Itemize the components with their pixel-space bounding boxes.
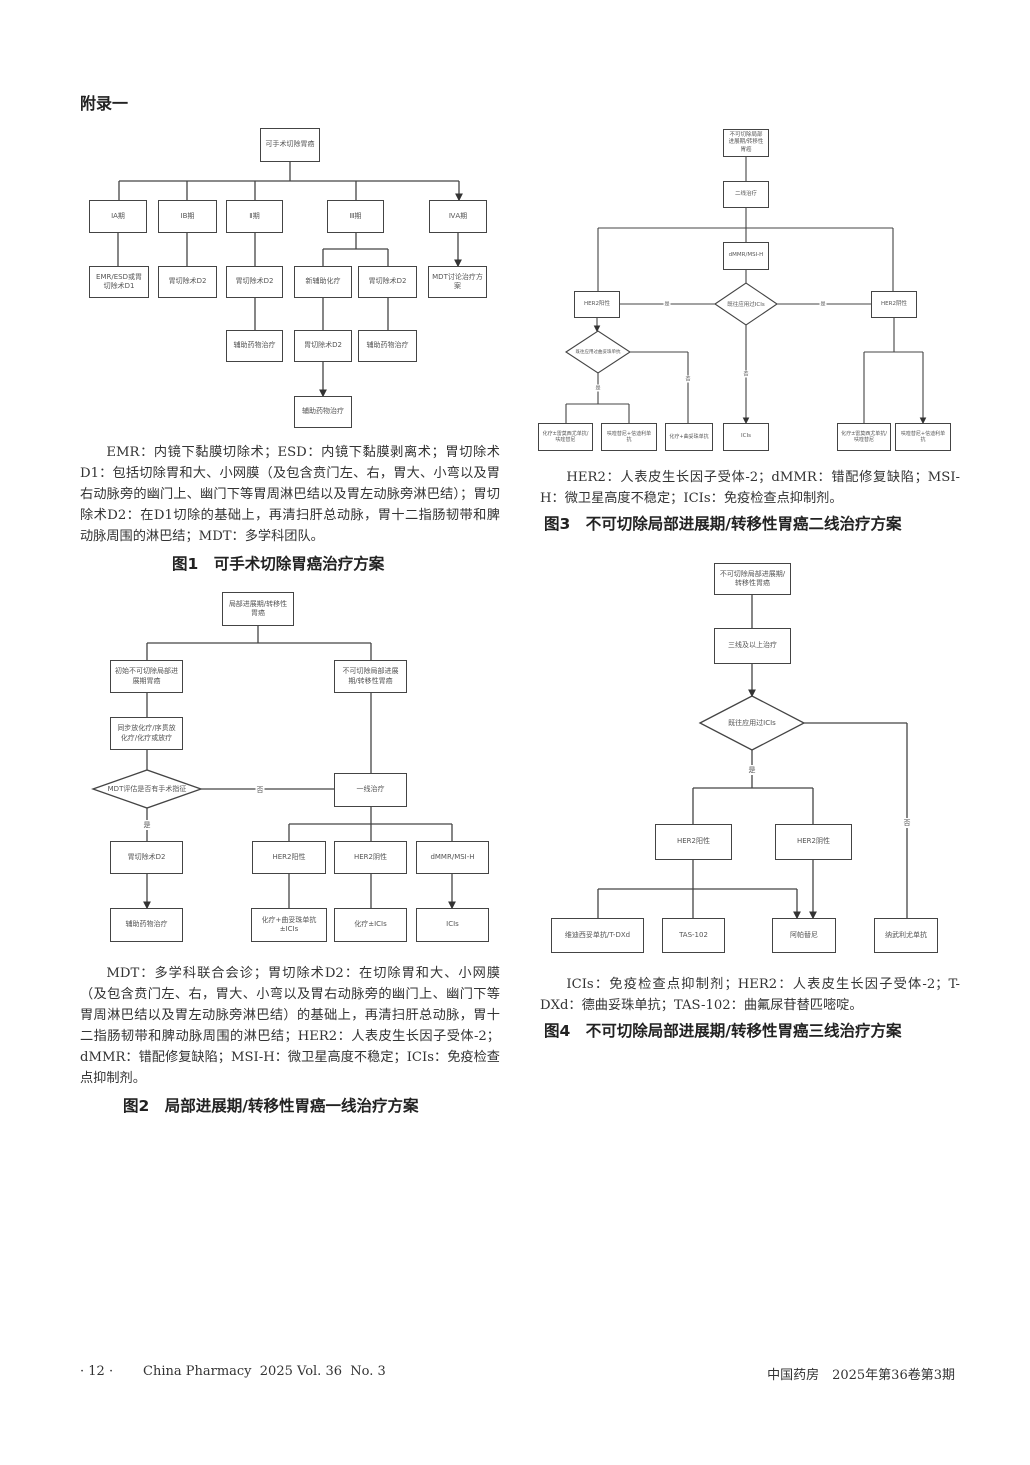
fig4-decision-prior-icis: 既往应用过ICIs (728, 719, 776, 727)
fig3-node-fruquintinib-sintilimab: 呋喹替尼+信迪利单抗 (601, 423, 657, 451)
fig4-label-yes: 是 (747, 765, 757, 775)
fig2-node-her2-positive: HER2阳性 (252, 841, 326, 874)
fig1-node-neoadjuvant: 新辅助化疗 (294, 266, 352, 298)
fig2-label-no: 否 (255, 785, 265, 795)
fig2-node-chemoradiation: 同步放化疗/序贯放化疗/化疗或放疗 (110, 717, 183, 750)
fig2-decision-diamond (91, 769, 203, 809)
fig1-node-root: 可手术切除胃癌 (260, 128, 320, 162)
fig3-node-dmmr: dMMR/MSI-H (723, 242, 769, 270)
fig2-node-unresectable: 不可切除局部进展期/转移性胃癌 (334, 660, 407, 693)
fig2-node-her2-negative: HER2阴性 (334, 841, 407, 874)
fig3-label-yes: 是 (819, 300, 827, 308)
fig3-node-chemo-ramucirumab: 化疗±雷莫西尤单抗/呋喹替尼 (538, 423, 593, 451)
fig3-node-her2-positive: HER2阳性 (574, 291, 620, 318)
fig4-node-third-line: 三线及以上治疗 (714, 628, 791, 664)
fig1-node-stage-4a: ⅣA期 (429, 200, 487, 233)
fig3-node-root: 不可切除局部进展期/转移性胃癌 (723, 129, 769, 157)
fig1-node-emr-esd: EMR/ESD或胃切除术D1 (89, 266, 149, 298)
journal-name-cn: 中国药房 2025年第36卷第3期 (767, 1368, 955, 1383)
fig4-node-disitamab-tdxd: 维迪西妥单抗/T-DXd (551, 918, 644, 953)
fig2-connectors (91, 626, 452, 908)
fig3-decision-prior-trastuzumab: 既往应用过曲妥珠单抗 (575, 350, 621, 355)
fig1-node-gastrectomy: 胃切除术D2 (158, 266, 217, 298)
journal-name-en: China Pharmacy 2025 Vol. 36 No. 3 (143, 1364, 386, 1379)
fig4-node-tas102: TAS-102 (662, 918, 725, 953)
fig3-node-second-line: 二线治疗 (723, 181, 769, 208)
fig3-node-chemo-trastuzumab: 化疗+曲妥珠单抗 (665, 423, 713, 451)
fig1-node-adjuvant: 辅助药物治疗 (294, 396, 352, 428)
fig3-node-icis: ICIs (723, 423, 769, 451)
fig1-node-adjuvant: 辅助药物治疗 (358, 330, 417, 362)
fig1-connectors (117, 162, 459, 396)
fig1-node-stage-1b: ⅠB期 (158, 200, 217, 233)
fig4-title: 图4 不可切除局部进展期/转移性胃癌三线治疗方案 (544, 1022, 902, 1040)
fig1-node-mdt: MDT讨论治疗方案 (428, 266, 487, 298)
fig1-node-adjuvant: 辅助药物治疗 (226, 330, 283, 362)
fig1-node-stage-3: Ⅲ期 (327, 200, 384, 233)
fig4-label-no: 否 (902, 818, 912, 828)
fig2-decision-mdt: MDT评估是否有手术指征 (107, 785, 187, 793)
fig1-node-gastrectomy: 胃切除术D2 (294, 330, 352, 362)
fig3-label-no: 否 (742, 370, 750, 378)
fig3-title: 图3 不可切除局部进展期/转移性胃癌二线治疗方案 (544, 515, 902, 533)
page-number: · 12 · (80, 1364, 114, 1379)
fig2-label-yes: 是 (142, 820, 152, 830)
fig2-node-chemo-trastuzumab: 化疗+曲妥珠单抗±ICIs (251, 908, 327, 942)
fig3-node-her2-negative: HER2阴性 (871, 291, 917, 318)
fig1-title: 图1 可手术切除胃癌治疗方案 (172, 555, 385, 573)
fig1-node-stage-2: Ⅱ期 (226, 200, 283, 233)
fig3-node-chemo-ramucirumab: 化疗±雷莫西尤单抗/呋喹替尼 (837, 423, 891, 451)
fig4-note: ICIs：免疫检查点抑制剂；HER2：人表皮生长因子受体-2；T-DXd：德曲妥… (540, 977, 960, 1013)
appendix-title: 附录一 (80, 94, 129, 113)
fig3-decision-prior-icis: 既往应用过ICIs (727, 302, 765, 308)
fig2-node-first-line: 一线治疗 (334, 773, 407, 807)
fig3-note: HER2：人表皮生长因子受体-2；dMMR：错配修复缺陷；MSI-H：微卫星高度… (540, 470, 960, 506)
fig3-label-no: 否 (684, 375, 692, 383)
fig1-node-gastrectomy: 胃切除术D2 (358, 266, 417, 298)
fig2-note: MDT：多学科联合会诊；胃切除术D2：在切除胃和大、小网膜（及包含贲门左、右，胃… (80, 966, 500, 1086)
fig3-label-yes: 是 (663, 300, 671, 308)
fig3-node-fruquintinib-sintilimab: 呋喹替尼+信迪利单抗 (895, 423, 951, 451)
fig3-label-yes: 是 (594, 384, 602, 392)
fig4-node-root: 不可切除局部进展期/转移性胃癌 (714, 563, 791, 595)
fig4-node-nivolumab: 纳武利尤单抗 (874, 918, 938, 953)
fig2-node-adjuvant: 辅助药物治疗 (110, 908, 183, 942)
fig1-node-stage-1a: ⅠA期 (89, 200, 147, 233)
fig2-node-root: 局部进展期/转移性胃癌 (222, 592, 294, 626)
fig2-node-chemo-icis: 化疗±ICIs (334, 908, 407, 942)
fig1-note: EMR：内镜下黏膜切除术；ESD：内镜下黏膜剥离术；胃切除术D1：包括切除胃和大… (80, 445, 500, 544)
fig2-node-initially-unresectable: 初始不可切除局部进展期胃癌 (110, 660, 183, 693)
fig4-node-apatinib: 阿帕替尼 (772, 918, 836, 953)
fig4-node-her2-negative: HER2阴性 (775, 824, 852, 860)
fig2-node-icis: ICIs (416, 908, 489, 942)
fig2-node-dmmr: dMMR/MSI-H (416, 841, 489, 874)
fig1-node-gastrectomy: 胃切除术D2 (226, 266, 283, 298)
fig2-title: 图2 局部进展期/转移性胃癌一线治疗方案 (123, 1097, 419, 1115)
fig3-connectors (564, 157, 923, 423)
fig2-node-gastrectomy: 胃切除术D2 (110, 841, 183, 874)
fig4-node-her2-positive: HER2阳性 (655, 824, 732, 860)
